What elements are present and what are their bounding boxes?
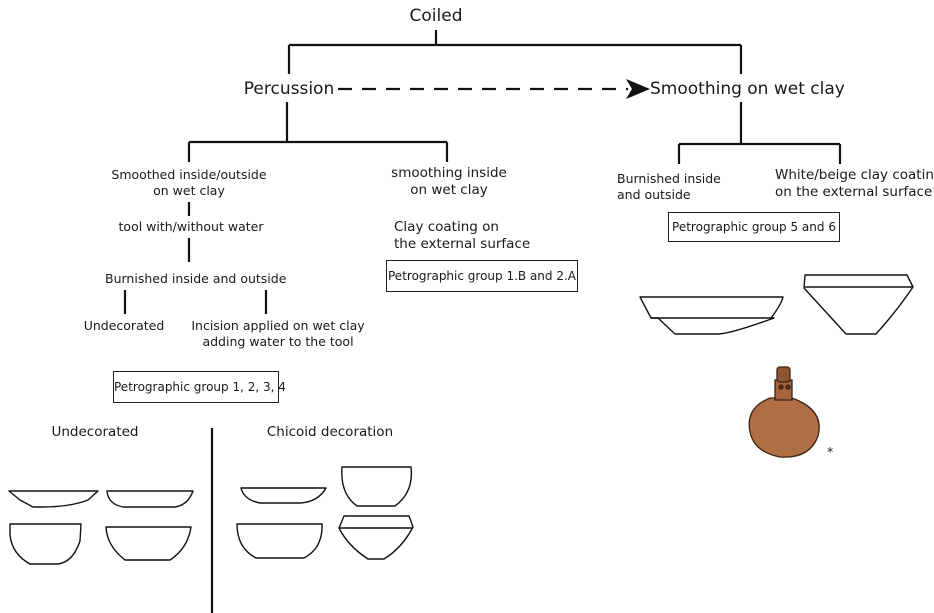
node-clay-coating-line-1: Clay coating on (394, 219, 499, 235)
branch-smoothing-wet-clay: Smoothing on wet clay (650, 79, 845, 99)
node-smoothed-line-1: Smoothed inside/outside (111, 167, 267, 182)
node-smoothing-inside: smoothing inside on wet clay (384, 165, 514, 199)
node-burnished-right: Burnished inside and outside (617, 171, 727, 202)
arrow-head (626, 79, 650, 99)
column-chicoid-title: Chicoid decoration (266, 424, 394, 440)
effigy-bottle (748, 366, 820, 458)
node-tool-water: tool with/without water (118, 219, 264, 234)
node-burnished-right-line-1: Burnished inside (617, 171, 721, 186)
node-incision-line-1: Incision applied on wet clay (191, 318, 365, 333)
node-white-beige-line-1: White/beige clay coating (775, 167, 934, 183)
bottle-body (748, 397, 820, 458)
node-smoothing-line-2: on wet clay (410, 181, 488, 198)
node-incision: Incision applied on wet clay adding wate… (188, 318, 368, 349)
vessel-bowl-chicoid-1 (240, 487, 327, 504)
vessel-bowl-chicoid-2 (341, 466, 413, 507)
node-burnished-right-line-2: and outside (617, 186, 691, 202)
node-clay-coating: Clay coating on the external surface (394, 219, 544, 253)
bottle-face-eye (785, 384, 791, 390)
petrographic-box-1b-2a: Petrographic group 1.B and 2.A (386, 260, 578, 292)
asterisk-note: * (827, 444, 834, 459)
vessel-carinated-chicoid-4 (338, 515, 414, 560)
node-white-beige-coating: White/beige clay coating on the external… (775, 167, 934, 201)
vessel-bowl-undecorated-2 (106, 490, 194, 508)
node-clay-coating-line-2: the external surface (394, 235, 531, 252)
node-white-beige-line-2: on the external surface (775, 183, 933, 200)
bottle-head (776, 366, 791, 383)
node-smoothed-line-2: on wet clay (153, 182, 225, 198)
vessel-shallow-plate-right (639, 296, 784, 335)
column-undecorated-title: Undecorated (51, 424, 139, 440)
node-smoothed-inside-outside: Smoothed inside/outside on wet clay (102, 167, 276, 198)
vessel-bowl-chicoid-3 (236, 523, 323, 559)
node-burnished-left: Burnished inside and outside (105, 271, 287, 286)
petrographic-box-5-6: Petrographic group 5 and 6 (668, 212, 840, 242)
vessel-bowl-undecorated-3 (9, 523, 82, 565)
bottle-face-eye (778, 384, 784, 390)
node-undecorated: Undecorated (83, 318, 165, 333)
vessel-bowl-undecorated-4 (105, 526, 192, 561)
node-smoothing-line-1: smoothing inside (391, 165, 507, 181)
root-coiled: Coiled (409, 6, 463, 26)
vessel-plate-undecorated-1 (8, 490, 99, 508)
node-incision-line-2: adding water to the tool (202, 333, 354, 349)
branch-percussion: Percussion (243, 79, 335, 99)
bottle-neck (774, 379, 793, 401)
vessel-bowl-right (803, 274, 914, 335)
petrographic-box-1-4: Petrographic group 1, 2, 3, 4 (113, 371, 286, 403)
